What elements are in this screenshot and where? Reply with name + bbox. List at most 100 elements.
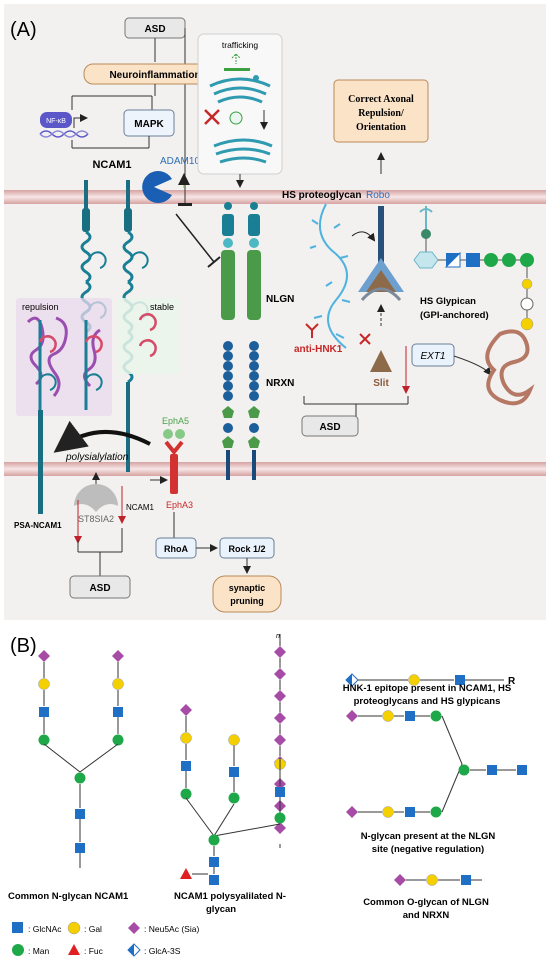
neu5ac-icon xyxy=(274,822,286,834)
asd-top-text: ASD xyxy=(144,24,165,35)
glcnac-icon xyxy=(113,707,123,717)
ext1-text: EXT1 xyxy=(420,351,445,362)
neu5ac-icon xyxy=(274,646,286,658)
gal-icon xyxy=(180,732,192,744)
nrxn-label: NRXN xyxy=(266,378,294,389)
upper-membrane xyxy=(4,190,546,204)
oglycan-caption-1: Common O-glycan of NLGN xyxy=(363,897,489,908)
neu5ac-icon xyxy=(274,734,286,746)
lower-membrane xyxy=(4,462,546,476)
neu5ac-icon xyxy=(346,710,358,722)
glcnac-icon xyxy=(455,675,465,685)
man-icon xyxy=(458,764,470,776)
asd-right-text: ASD xyxy=(319,422,340,433)
panel-a-label: (A) xyxy=(10,19,37,41)
man-icon xyxy=(274,812,286,824)
man-icon xyxy=(208,834,220,846)
epha3-label: EphA3 xyxy=(166,500,193,510)
hs-proteoglycan-chain xyxy=(309,203,351,349)
legend-gal-icon xyxy=(67,921,81,935)
hs-proteoglycan-label: HS proteoglycan xyxy=(282,190,361,201)
synaptic-pruning-line1: synaptic xyxy=(229,583,266,593)
asd-bottom-text: ASD xyxy=(89,583,110,594)
legend-glca: : GlcA-3S xyxy=(144,946,181,956)
r-label: R xyxy=(508,676,516,687)
correct-axonal-line3: Orientation xyxy=(356,122,406,133)
man-icon xyxy=(112,734,124,746)
man-icon xyxy=(38,734,50,746)
glcnac-icon xyxy=(517,765,527,775)
gal-icon xyxy=(228,734,240,746)
legend-gal: : Gal xyxy=(84,924,102,934)
nrxn-protein xyxy=(222,341,260,480)
polysialylation-arrow xyxy=(53,420,151,453)
common-nglycan-caption: Common N-glycan NCAM1 xyxy=(8,891,129,902)
glcnac-icon xyxy=(405,711,415,721)
glcnac-icon xyxy=(275,787,285,797)
epha5-label: EphA5 xyxy=(162,416,189,426)
nlgn-left xyxy=(221,250,235,320)
neu5ac-icon xyxy=(346,806,358,818)
legend-man-icon xyxy=(12,944,24,956)
neu5ac-icon xyxy=(180,704,192,716)
epha3-receptor xyxy=(170,454,178,494)
hnk1-caption-1: HNK-1 epitope present in NCAM1, HS xyxy=(343,683,511,694)
gal-icon xyxy=(382,710,394,722)
glcnac-icon xyxy=(461,875,471,885)
hnk1-caption-2: proteoglycans and HS glypicans xyxy=(354,696,501,707)
panel-b-glycans xyxy=(38,634,527,886)
rock-text: Rock 1/2 xyxy=(228,544,265,554)
repulsion-text: repulsion xyxy=(22,302,59,312)
gal-icon xyxy=(408,674,420,686)
glcnac-icon xyxy=(75,809,85,819)
adam10-label: ADAM10 xyxy=(160,156,200,167)
neuroinflammation-text: Neuroinflammation xyxy=(109,70,200,81)
anti-hnk1-label: anti-HNK1 xyxy=(294,344,343,355)
ncam1-small-label: NCAM1 xyxy=(126,503,155,512)
hs-glypican-line1: HS Glypican xyxy=(420,296,476,307)
man-icon xyxy=(430,806,442,818)
hs-glypican-structure xyxy=(413,206,535,406)
legend-neu5ac: : Neu5Ac (Sia) xyxy=(144,924,199,934)
synaptic-pruning-line2: pruning xyxy=(230,596,264,606)
correct-axonal-box xyxy=(333,79,429,143)
glcnac-icon xyxy=(209,857,219,867)
slit-label: Slit xyxy=(373,378,389,389)
correct-axonal-line1: Correct Axonal xyxy=(348,94,414,105)
psa-ncam1-label: PSA-NCAM1 xyxy=(14,521,62,530)
nfkb-text: NF-κB xyxy=(46,118,66,125)
legend-neu5ac-icon xyxy=(128,922,140,934)
neu5ac-icon xyxy=(274,690,286,702)
mapk-text: MAPK xyxy=(134,119,164,130)
rhoa-text: RhoA xyxy=(164,544,188,554)
n-label: n xyxy=(276,633,280,640)
legend-fuc-icon xyxy=(68,944,80,955)
panel-b-label: (B) xyxy=(10,635,37,657)
man-icon xyxy=(430,710,442,722)
asd-right-box xyxy=(301,415,359,437)
man-icon xyxy=(74,772,86,784)
glcnac-icon xyxy=(229,767,239,777)
fuc-icon xyxy=(180,868,192,879)
nlgn-label: NLGN xyxy=(266,294,294,305)
st8sia2-icon xyxy=(74,484,118,512)
polysialylated-caption-2: glycan xyxy=(206,904,236,915)
neu5ac-icon xyxy=(112,650,124,662)
man-icon xyxy=(180,788,192,800)
robo-label: Robo xyxy=(366,190,390,201)
legend-glcnac-icon xyxy=(12,922,23,933)
neu5ac-icon xyxy=(274,668,286,680)
glcnac-icon xyxy=(181,761,191,771)
neu5ac-icon xyxy=(38,650,50,662)
ncam1-nlgn-inhibition xyxy=(175,213,215,263)
glcnac-icon xyxy=(39,707,49,717)
gal-icon xyxy=(426,874,438,886)
adam10-icon xyxy=(142,170,172,204)
hs-glypican-line2: (GPI-anchored) xyxy=(420,310,489,321)
neu5ac-icon xyxy=(274,712,286,724)
polysialylation-text: polysialylation xyxy=(65,452,129,463)
gal-icon xyxy=(38,678,50,690)
nfkb-badge xyxy=(40,112,72,128)
asd-bottom-box xyxy=(69,575,131,599)
